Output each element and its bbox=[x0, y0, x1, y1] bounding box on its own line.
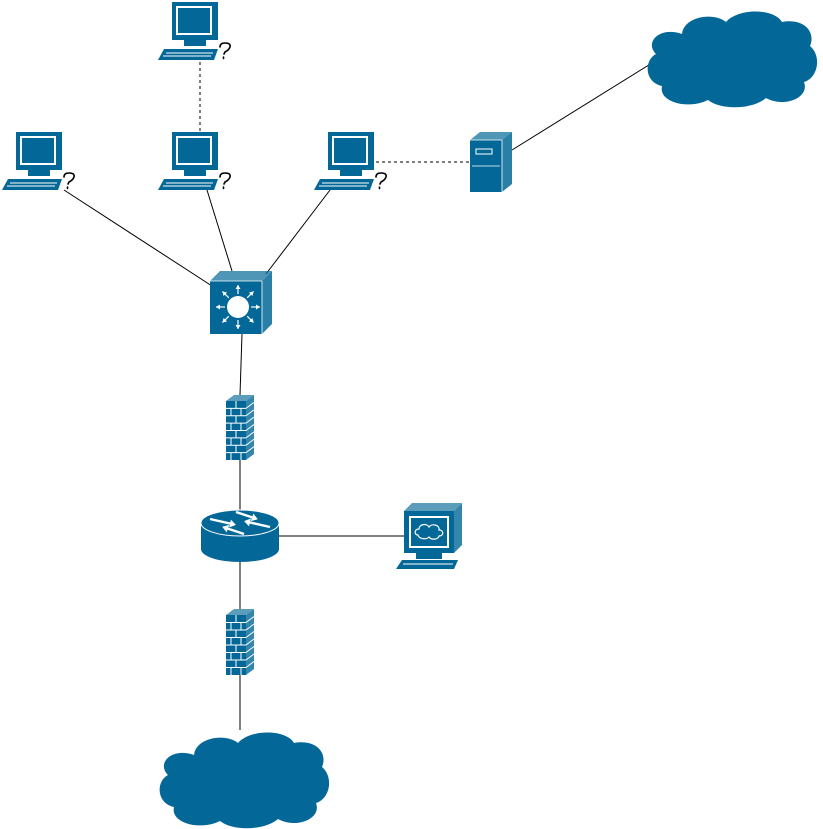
server-icon bbox=[470, 132, 512, 192]
unknown-workstation-icon bbox=[158, 132, 231, 190]
link-pc-right-to-layer3-switch bbox=[265, 189, 331, 275]
links-layer bbox=[63, 57, 661, 730]
web-workstation-icon bbox=[396, 503, 462, 569]
unknown-workstation-icon bbox=[158, 2, 231, 60]
unknown-workstation-icon bbox=[2, 132, 75, 190]
link-pc-middle-to-layer3-switch bbox=[206, 189, 233, 272]
link-layer3-switch-to-firewall-upper bbox=[239, 333, 243, 396]
cloud-icon bbox=[647, 11, 818, 108]
cloud-icon bbox=[159, 732, 330, 829]
firewall-icon bbox=[226, 395, 255, 460]
firewall-icon bbox=[226, 609, 255, 675]
link-pc-left-to-layer3-switch bbox=[63, 189, 213, 287]
unknown-workstation-icon bbox=[314, 132, 387, 190]
link-server-to-cloud-top-right bbox=[511, 57, 661, 151]
layer3-switch-icon bbox=[210, 271, 272, 334]
router-icon bbox=[200, 509, 280, 562]
